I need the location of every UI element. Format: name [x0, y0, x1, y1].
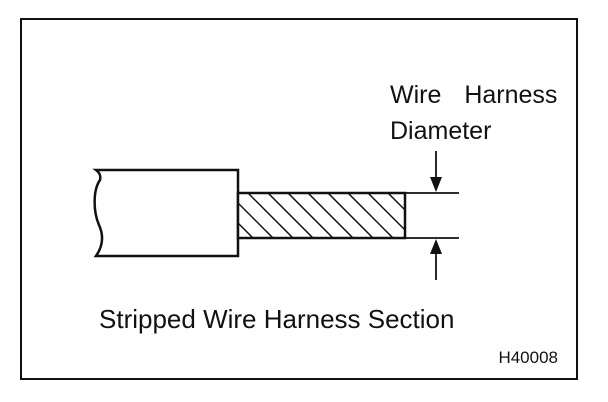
dimension-arrow-upper-head	[430, 177, 442, 192]
figure-code: H40008	[498, 348, 558, 367]
diameter-label-line-1: Wire Harness	[390, 81, 558, 109]
wire-insulation	[92, 168, 240, 258]
dimension-arrow-lower-head	[430, 239, 442, 254]
conductor-hatch	[238, 193, 405, 238]
diameter-label-line-2: Diameter	[390, 117, 492, 145]
stripped-conductor	[236, 191, 407, 240]
figure-caption: Stripped Wire Harness Section	[99, 304, 455, 334]
